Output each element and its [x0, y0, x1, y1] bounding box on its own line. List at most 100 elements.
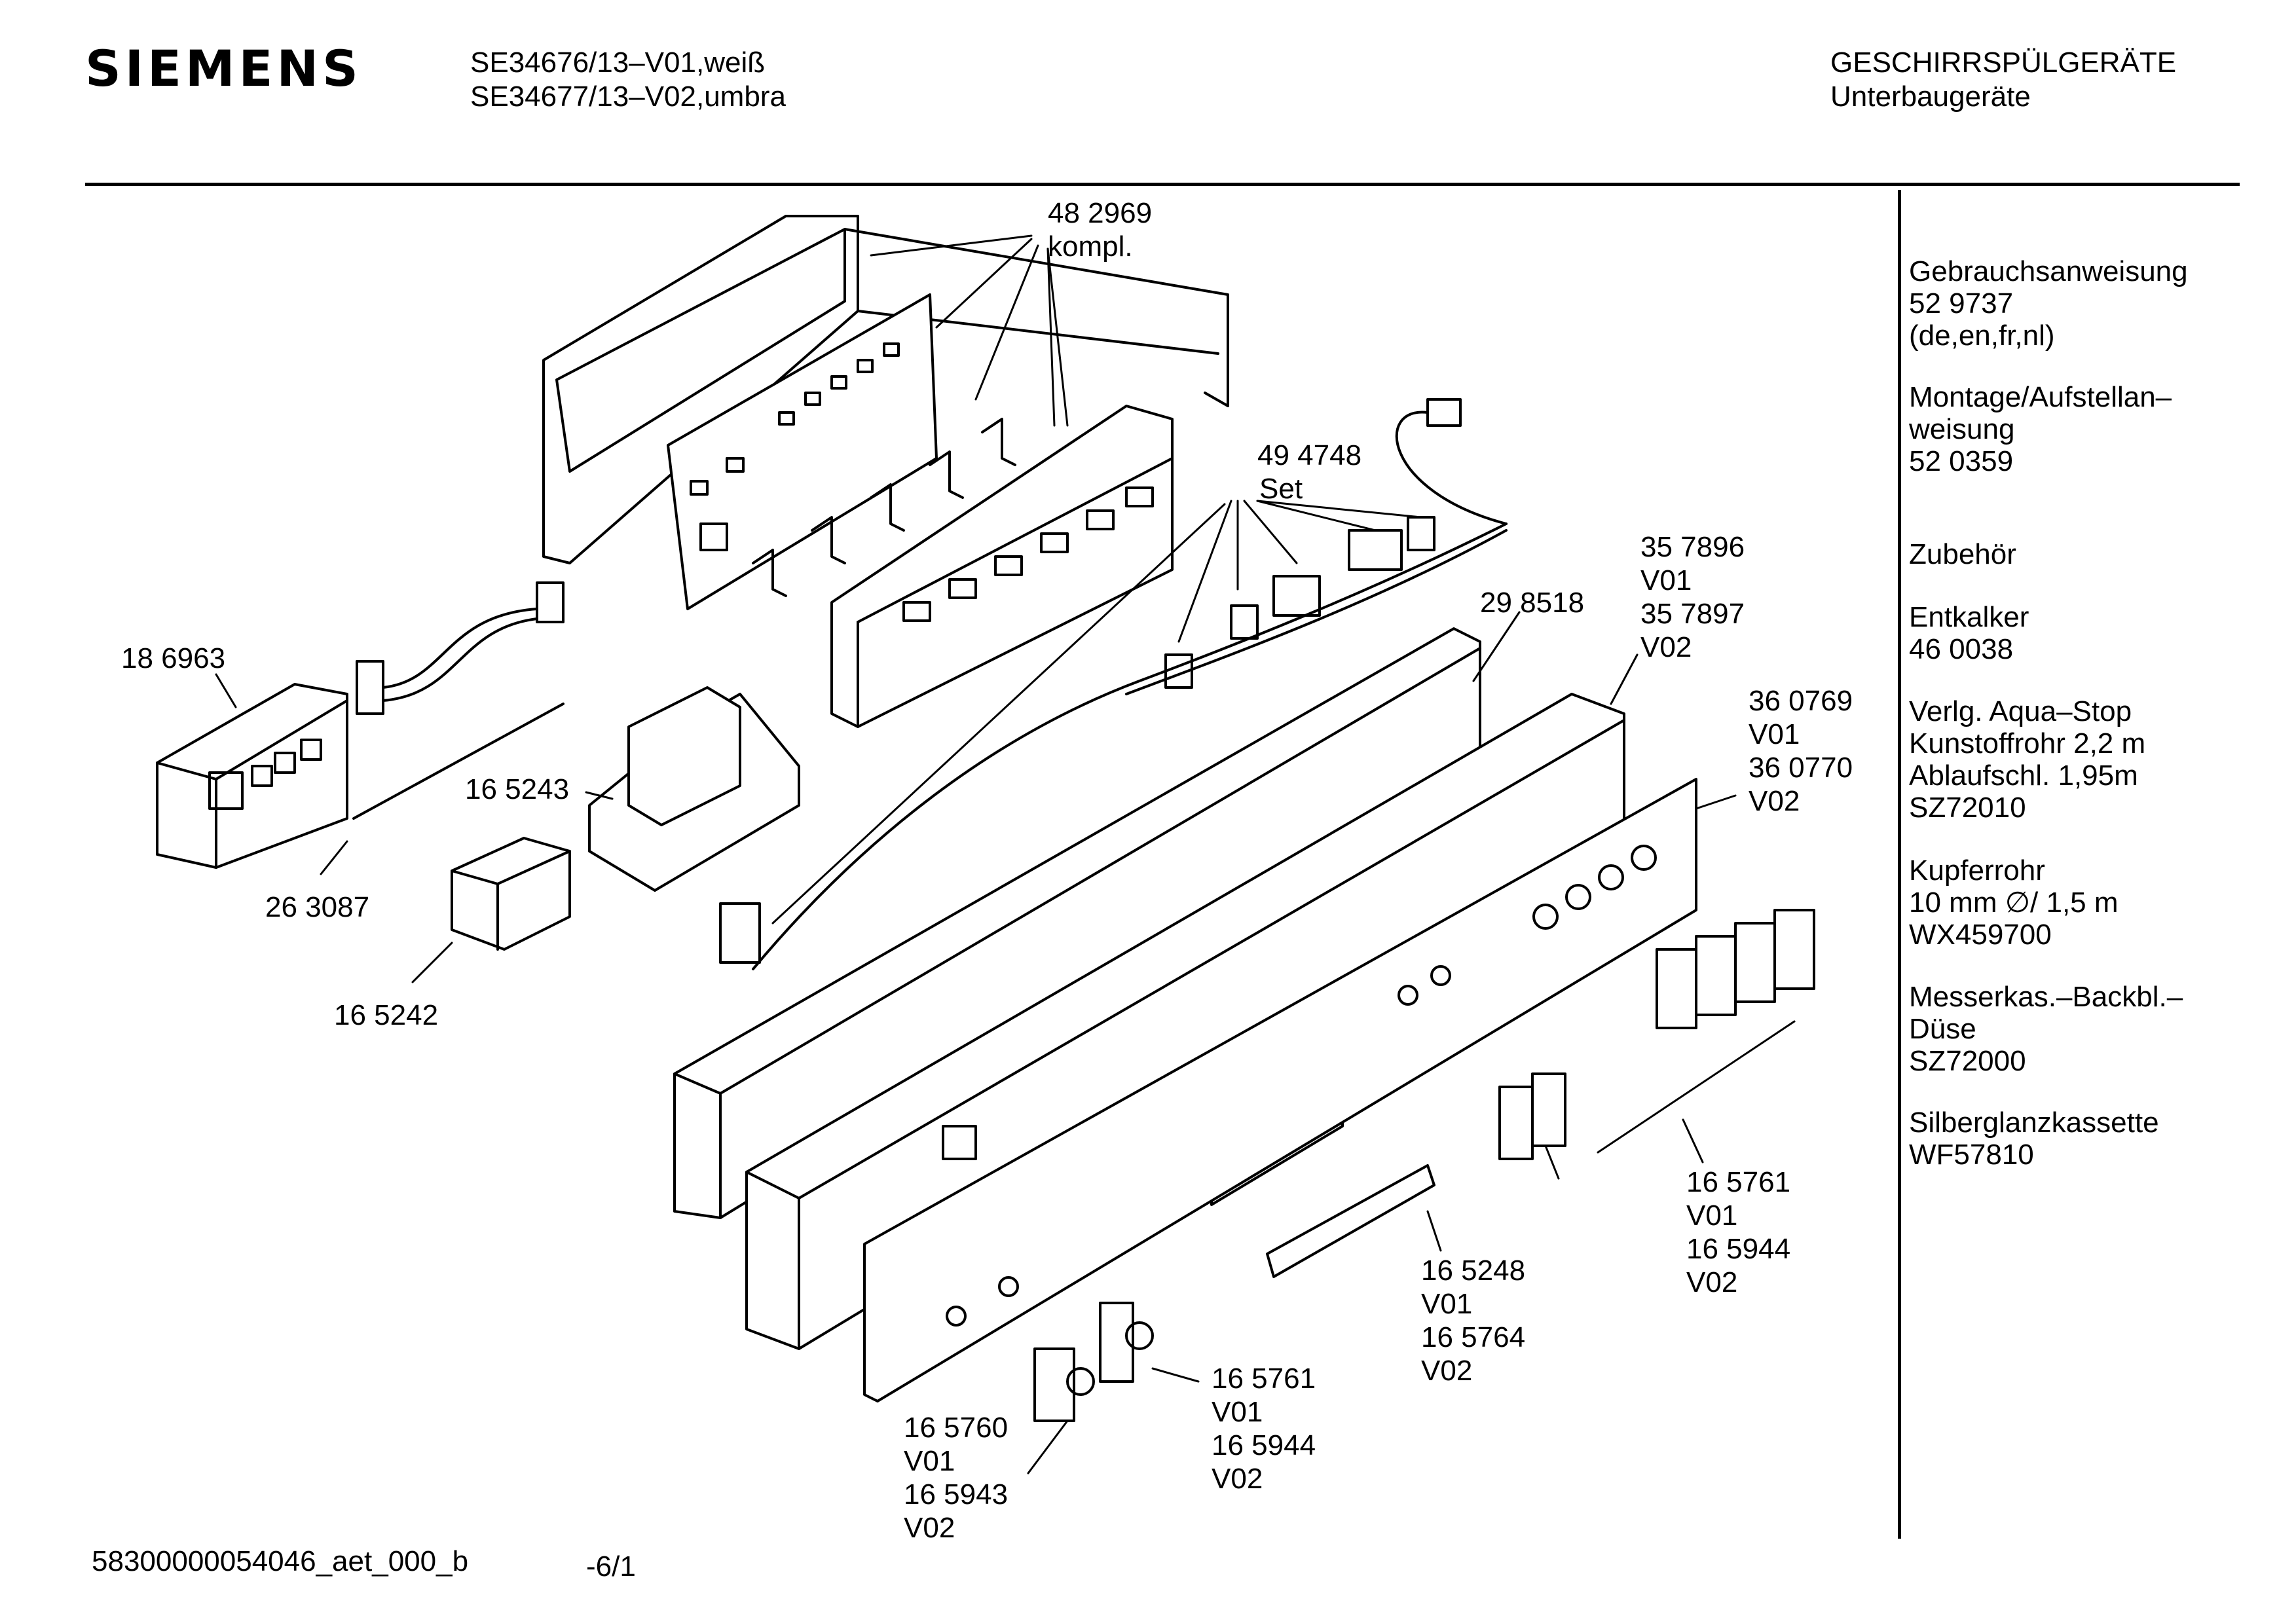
- ribbon-cable-part: [356, 581, 565, 715]
- part-number: 16 5944: [1686, 1233, 1791, 1265]
- entry-line: (de,en,fr,nl): [1909, 320, 2055, 352]
- housing-part: [588, 686, 800, 892]
- cable-harness-part: [719, 398, 1508, 970]
- part-number: 16 5944: [1212, 1429, 1316, 1461]
- entry-line: SZ72000: [1909, 1045, 2026, 1077]
- part-label-36-0769: 36 0769 V01 36 0770 V02: [1749, 684, 1853, 818]
- model-list: SE34676/13–V01,weiß SE34677/13–V02,umbra: [470, 46, 786, 114]
- sidebar-entry: Messerkas.–Backbl.– Düse SZ72000: [1909, 981, 2183, 1077]
- entry-line: Montage/Aufstellan–: [1909, 381, 2172, 413]
- variant: V02: [1212, 1463, 1263, 1495]
- entry-line: SZ72010: [1909, 792, 2026, 824]
- variant: V02: [904, 1512, 955, 1544]
- variant: V01: [904, 1445, 955, 1477]
- part-label-16-5242: 16 5242: [334, 998, 438, 1032]
- part-number: 16 5761: [1686, 1166, 1791, 1198]
- category-header: GESCHIRRSPÜLGERÄTE Unterbaugeräte: [1830, 46, 2176, 114]
- variant: V01: [1749, 718, 1800, 750]
- variant: V01: [1421, 1288, 1473, 1320]
- entry-line: 10 mm ∅/ 1,5 m: [1909, 887, 2119, 919]
- variant: V01: [1686, 1200, 1738, 1232]
- part-note: Set: [1259, 473, 1303, 505]
- entry-line: Gebrauchsanweisung: [1909, 255, 2188, 287]
- part-number: 36 0769: [1749, 685, 1853, 717]
- sidebar-entry: Verlg. Aqua–Stop Kunstoffrohr 2,2 m Abla…: [1909, 695, 2145, 824]
- part-number: 35 7897: [1640, 598, 1745, 630]
- part-number: 16 5943: [904, 1478, 1009, 1511]
- entry-line: Ablaufschl. 1,95m: [1909, 760, 2138, 792]
- part-label-16-5761-bottom: 16 5761 V01 16 5944 V02: [1212, 1362, 1316, 1495]
- part-label-16-5248: 16 5248 V01 16 5764 V02: [1421, 1254, 1525, 1387]
- sidebar-entry: Silberglanzkassette WF57810: [1909, 1107, 2159, 1171]
- part-number: 16 5248: [1421, 1255, 1526, 1287]
- part-label-16-5760: 16 5760 V01 16 5943 V02: [904, 1411, 1008, 1545]
- sidebar-entry: Kupferrohr 10 mm ∅/ 1,5 m WX459700: [1909, 854, 2119, 951]
- sensor-part: [451, 837, 571, 951]
- part-number: 48 2969: [1048, 197, 1153, 229]
- leader-lines: [215, 234, 1796, 1475]
- variant: V01: [1212, 1396, 1263, 1428]
- part-label-35-7896: 35 7896 V01 35 7897 V02: [1640, 530, 1745, 664]
- front-fascia-part: [863, 778, 1697, 1402]
- page-number: -6/1: [586, 1550, 636, 1583]
- part-number: 49 4748: [1257, 439, 1362, 471]
- part-note: kompl.: [1048, 230, 1133, 263]
- part-number: 16 5243: [465, 773, 570, 805]
- entry-line: weisung: [1909, 413, 2015, 445]
- knob-group-right: [1498, 909, 1815, 1160]
- variant: V02: [1421, 1355, 1473, 1387]
- sidebar-entry: Montage/Aufstellan– weisung 52 0359: [1909, 381, 2172, 477]
- header-rule: [85, 183, 2240, 186]
- entry-line: Kupferrohr: [1909, 854, 2045, 887]
- part-number: 16 5761: [1212, 1363, 1316, 1395]
- sidebar-entry: Entkalker 46 0038: [1909, 601, 2029, 665]
- part-number: 16 5242: [334, 999, 439, 1031]
- part-label-48-2969: 48 2969 kompl.: [1048, 196, 1152, 263]
- part-number: 26 3087: [265, 891, 370, 923]
- part-number: 36 0770: [1749, 752, 1853, 784]
- variant: V02: [1640, 631, 1692, 663]
- part-label-16-5243: 16 5243: [465, 773, 569, 806]
- variant: V02: [1686, 1266, 1738, 1298]
- sidebar-entry: Gebrauchsanweisung 52 9737 (de,en,fr,nl): [1909, 255, 2188, 352]
- entry-line: Messerkas.–Backbl.–: [1909, 981, 2183, 1013]
- part-number: 29 8518: [1480, 587, 1585, 619]
- entry-line: Silberglanzkassette: [1909, 1107, 2159, 1139]
- model-line: SE34677/13–V02,umbra: [470, 81, 786, 113]
- part-number: 35 7896: [1640, 531, 1745, 563]
- part-label-49-4748: 49 4748 Set: [1257, 439, 1361, 505]
- wire-part: [352, 703, 565, 820]
- part-label-29-8518: 29 8518: [1480, 586, 1584, 619]
- category-title: GESCHIRRSPÜLGERÄTE: [1830, 46, 2177, 79]
- circuit-board-part: [667, 293, 938, 610]
- part-label-18-6963: 18 6963: [121, 642, 225, 675]
- entry-line: 52 0359: [1909, 445, 2014, 477]
- category-subtitle: Unterbaugeräte: [1830, 81, 2031, 113]
- knob-group-bottom: [1033, 1302, 1154, 1422]
- part-label-26-3087: 26 3087: [265, 890, 369, 924]
- entry-line: WX459700: [1909, 919, 2052, 951]
- entry-line: Kunstoffrohr 2,2 m: [1909, 727, 2146, 760]
- brand-logo: SIEMENS: [85, 39, 362, 98]
- part-label-16-5761-right: 16 5761 V01 16 5944 V02: [1686, 1165, 1790, 1299]
- document-id: 58300000054046_aet_000_b: [92, 1545, 469, 1577]
- sidebar-entry: Zubehör: [1909, 538, 2016, 570]
- entry-line: Düse: [1909, 1013, 1976, 1045]
- display-module-part: [156, 683, 348, 869]
- switch-carrier-part: [752, 405, 1174, 728]
- entry-line: Entkalker: [1909, 601, 2029, 633]
- model-line: SE34676/13–V01,weiß: [470, 46, 766, 79]
- entry-line: 52 9737: [1909, 287, 2014, 320]
- variant: V02: [1749, 785, 1800, 817]
- sidebar-divider: [1898, 190, 1901, 1539]
- variant: V01: [1640, 564, 1692, 596]
- entry-line: Verlg. Aqua–Stop: [1909, 695, 2132, 727]
- part-number: 16 5764: [1421, 1321, 1526, 1353]
- part-number: 18 6963: [121, 642, 226, 674]
- part-number: 16 5760: [904, 1412, 1009, 1444]
- entry-line: Zubehör: [1909, 538, 2016, 570]
- top-bracket-part: [542, 215, 1229, 564]
- light-strip-part: [1266, 1164, 1435, 1278]
- entry-line: 46 0038: [1909, 633, 2014, 665]
